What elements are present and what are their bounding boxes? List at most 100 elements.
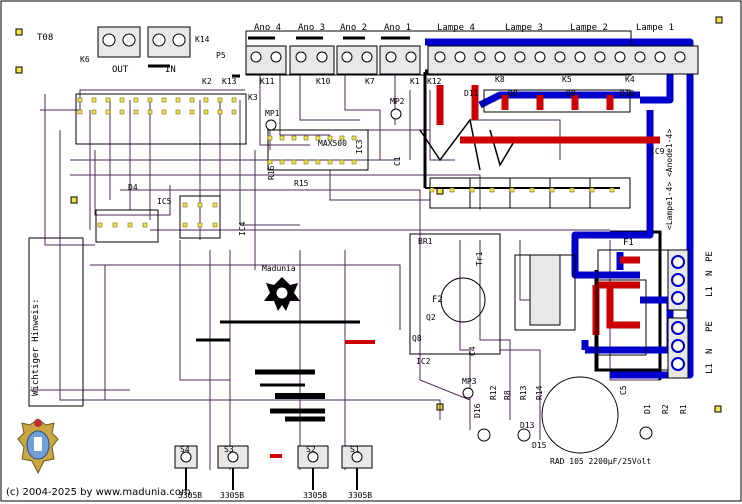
solder-pad xyxy=(77,109,83,115)
component-blocks xyxy=(28,89,689,454)
svg-text:S2: S2 xyxy=(306,445,316,454)
mains-terminal-2[interactable] xyxy=(667,317,689,379)
solder-pad xyxy=(127,222,133,228)
svg-text:K4: K4 xyxy=(625,75,635,84)
solder-pad xyxy=(589,187,595,193)
solder-pad xyxy=(91,97,97,103)
svg-text:K2: K2 xyxy=(202,77,212,86)
solder-pad xyxy=(303,159,309,165)
emblem-logo-icon xyxy=(17,418,59,475)
power-traces-blue xyxy=(425,38,694,379)
connector-ano3[interactable] xyxy=(289,45,335,75)
label-lampe2: Lampe 2 xyxy=(570,23,608,33)
svg-text:R1: R1 xyxy=(679,404,688,414)
svg-text:R8: R8 xyxy=(503,390,512,400)
connector-ano4[interactable] xyxy=(245,45,287,75)
solder-pad xyxy=(133,97,139,103)
solder-pad xyxy=(142,222,148,228)
solder-pad xyxy=(217,109,223,115)
svg-text:K3: K3 xyxy=(248,93,258,102)
svg-text:S1: S1 xyxy=(350,445,360,454)
svg-text:L1: L1 xyxy=(705,286,715,297)
solder-pad xyxy=(469,187,475,193)
board-id: T08 xyxy=(37,33,53,43)
solder-pad xyxy=(77,97,83,103)
solder-pad xyxy=(197,222,203,228)
svg-text:MAX500: MAX500 xyxy=(318,139,347,148)
svg-text:D1: D1 xyxy=(643,404,652,414)
svg-text:IC5: IC5 xyxy=(157,197,172,206)
svg-text:IC4: IC4 xyxy=(238,221,247,236)
connector-in[interactable] xyxy=(147,26,191,58)
warning-text: Wichtiger Hinweis: xyxy=(31,298,41,396)
connector-ano1[interactable] xyxy=(379,45,421,75)
svg-text:K11: K11 xyxy=(260,77,275,86)
solder-pad xyxy=(339,135,345,141)
svg-text:K14: K14 xyxy=(195,35,210,44)
solder-pad xyxy=(351,135,357,141)
svg-text:N: N xyxy=(705,271,715,276)
label-ano3: Ano 3 xyxy=(298,23,325,33)
svg-text:C5: C5 xyxy=(619,385,628,395)
connector-row-top: Ano 4 Ano 3 Ano 2 Ano 1 Lampe 4 Lampe 3 … xyxy=(245,23,699,76)
solder-pad xyxy=(217,97,223,103)
solder-pad xyxy=(339,159,345,165)
solder-pad xyxy=(119,97,125,103)
connector-lampe-bank[interactable] xyxy=(427,45,699,75)
svg-text:C1: C1 xyxy=(393,156,402,166)
capacitor-label: RAD 105 2200µF/25Volt xyxy=(550,457,651,466)
label-lampe4: Lampe 4 xyxy=(437,23,475,33)
svg-text:IC3: IC3 xyxy=(355,139,364,154)
svg-text:F1: F1 xyxy=(623,238,634,248)
connector-ano2[interactable] xyxy=(336,45,378,75)
svg-text:Q8: Q8 xyxy=(412,334,422,343)
svg-text:PE: PE xyxy=(705,251,715,262)
svg-text:IC2: IC2 xyxy=(416,357,431,366)
label-lampe1: Lampe 1 xyxy=(636,23,674,33)
svg-text:Q2: Q2 xyxy=(426,313,436,322)
solder-pad xyxy=(231,109,237,115)
svg-text:S3: S3 xyxy=(224,445,234,454)
svg-text:K13: K13 xyxy=(222,77,237,86)
svg-text:R16: R16 xyxy=(267,165,276,180)
solder-pad xyxy=(315,159,321,165)
svg-text:R2: R2 xyxy=(661,404,670,414)
label-ano1: Ano 1 xyxy=(384,23,411,33)
svg-text:L1: L1 xyxy=(705,363,715,374)
svg-text:3305B: 3305B xyxy=(348,491,372,500)
solder-pad xyxy=(147,97,153,103)
solder-pad xyxy=(203,109,209,115)
solder-pad xyxy=(489,187,495,193)
solder-pad xyxy=(231,97,237,103)
svg-text:D10: D10 xyxy=(620,89,635,98)
solder-pad xyxy=(351,159,357,165)
mains-terminal-1[interactable] xyxy=(667,249,689,311)
svg-text:D9: D9 xyxy=(566,89,576,98)
solder-pad xyxy=(279,135,285,141)
svg-text:K5: K5 xyxy=(562,75,572,84)
svg-text:3305B: 3305B xyxy=(178,491,202,500)
solder-pad xyxy=(182,222,188,228)
svg-text:R13: R13 xyxy=(519,385,528,400)
connector-out[interactable] xyxy=(97,26,141,58)
solder-pad xyxy=(315,135,321,141)
solder-pad xyxy=(105,97,111,103)
solder-pad xyxy=(303,135,309,141)
solder-pad xyxy=(133,109,139,115)
solder-pad xyxy=(175,97,181,103)
warning-label: Wichtiger Hinweis: xyxy=(29,268,43,398)
switch-s3[interactable] xyxy=(217,445,249,469)
label-out: OUT xyxy=(112,65,129,75)
solder-pad xyxy=(449,187,455,193)
solder-pad xyxy=(509,187,515,193)
solder-pad xyxy=(279,159,285,165)
solder-pad xyxy=(327,135,333,141)
svg-text:K10: K10 xyxy=(316,77,331,86)
solder-pad xyxy=(549,187,555,193)
solder-pad xyxy=(182,202,188,208)
solder-pad xyxy=(212,222,218,228)
svg-text:D11: D11 xyxy=(464,89,479,98)
solder-pad xyxy=(212,202,218,208)
switch-labels: S4 S3 S2 S1 3305B 3305B 3305B 3305B xyxy=(178,445,372,500)
